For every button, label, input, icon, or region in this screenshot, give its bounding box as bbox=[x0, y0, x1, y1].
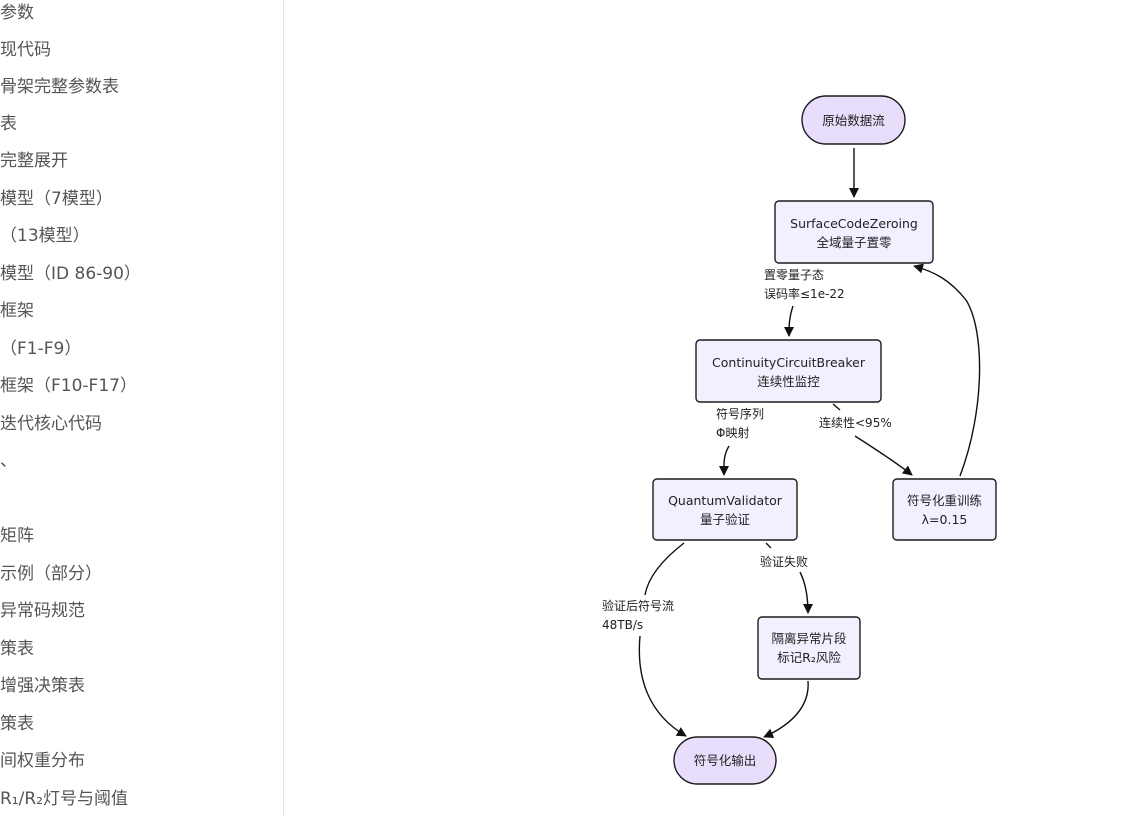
sidebar-item-f10-f17[interactable]: 框架（F10-F17） bbox=[0, 376, 137, 396]
edge-label-zero-state-2: 误码率≤1e-22 bbox=[764, 286, 845, 301]
edge-continuity-to-quantum bbox=[718, 445, 730, 476]
edge-quantum-to-output bbox=[638, 542, 686, 736]
node-isolate-label-2: 标记R₂风险 bbox=[777, 650, 841, 665]
node-retrain-label-1: 符号化重训练 bbox=[907, 493, 983, 508]
node-continuity-label-1: ContinuityCircuitBreaker bbox=[712, 355, 866, 370]
node-symbolic-output[interactable]: 符号化输出 bbox=[673, 736, 777, 785]
node-raw-stream-label: 原始数据流 bbox=[822, 113, 885, 128]
edge-label-continuity-low: 连续性<95% bbox=[819, 415, 892, 430]
sidebar-nav: 参数 现代码 骨架完整参数表 表 完整展开 模型（7模型） （13模型） 模型（… bbox=[0, 0, 284, 816]
node-retrain-label-2: λ=0.15 bbox=[922, 512, 968, 527]
edge-isolate-to-output bbox=[763, 680, 809, 738]
sidebar-item-decision-table[interactable]: 策表 bbox=[0, 639, 34, 659]
node-continuity-label-2: 连续性监控 bbox=[757, 374, 820, 389]
sidebar-item-13-models[interactable]: （13模型） bbox=[0, 226, 90, 246]
sidebar-item-weight-distribution[interactable]: 间权重分布 bbox=[0, 751, 85, 771]
sidebar-item-iteration-code[interactable]: 迭代核心代码 bbox=[0, 414, 102, 434]
node-isolate-label-1: 隔离异常片段 bbox=[771, 631, 846, 646]
edge-quantum-to-isolate bbox=[765, 542, 808, 613]
node-output-label: 符号化输出 bbox=[694, 753, 757, 768]
sidebar-item-code[interactable]: 现代码 bbox=[0, 40, 51, 60]
sidebar-item-skeleton-table[interactable]: 骨架完整参数表 bbox=[0, 77, 119, 97]
edge-label-validate-fail: 验证失败 bbox=[760, 554, 808, 569]
node-surface-label-1: SurfaceCodeZeroing bbox=[790, 216, 918, 231]
sidebar-item-framework[interactable]: 框架 bbox=[0, 301, 34, 321]
sidebar-item-matrix[interactable]: 矩阵 bbox=[0, 526, 34, 546]
sidebar-item-error-codes[interactable]: 异常码规范 bbox=[0, 601, 85, 621]
edge-label-symbol-seq-2: Φ映射 bbox=[716, 425, 749, 440]
edge-label-zero-state-1: 置零量子态 bbox=[764, 268, 824, 282]
sidebar-item-misc[interactable]: 、 bbox=[0, 451, 17, 471]
sidebar-item-7-models[interactable]: 模型（7模型） bbox=[0, 189, 113, 209]
sidebar-item-table[interactable]: 表 bbox=[0, 114, 17, 134]
sidebar-item-decision-table-2[interactable]: 策表 bbox=[0, 714, 34, 734]
sidebar-item-params[interactable]: 参数 bbox=[0, 3, 34, 23]
node-symbolic-retrain[interactable]: 符号化重训练 λ=0.15 bbox=[892, 478, 997, 541]
node-raw-stream[interactable]: 原始数据流 bbox=[801, 95, 906, 145]
edge-label-validated-stream-2: 48TB/s bbox=[602, 618, 643, 632]
node-quantum-label-2: 量子验证 bbox=[700, 512, 751, 527]
sidebar-item-full-expand[interactable]: 完整展开 bbox=[0, 151, 68, 171]
sidebar-item-f1-f9[interactable]: （F1-F9） bbox=[0, 339, 82, 359]
node-isolate-anomaly[interactable]: 隔离异常片段 标记R₂风险 bbox=[757, 616, 861, 680]
edge-label-symbol-seq-1: 符号序列 bbox=[716, 406, 764, 421]
edge-surface-to-continuity bbox=[784, 305, 795, 337]
edge-retrain-to-surface bbox=[913, 263, 981, 477]
node-surface-code-zeroing[interactable]: SurfaceCodeZeroing 全域量子置零 bbox=[774, 200, 934, 264]
sidebar-item-enhanced-decision[interactable]: 增强决策表 bbox=[0, 676, 85, 696]
node-quantum-label-1: QuantumValidator bbox=[668, 493, 783, 508]
node-continuity-circuit-breaker[interactable]: ContinuityCircuitBreaker 连续性监控 bbox=[695, 339, 882, 403]
node-surface-label-2: 全域量子置零 bbox=[816, 235, 892, 250]
node-quantum-validator[interactable]: QuantumValidator 量子验证 bbox=[652, 478, 798, 541]
edge-label-validated-stream-1: 验证后符号流 bbox=[602, 598, 674, 613]
sidebar-item-models-86-90[interactable]: 模型（ID 86-90） bbox=[0, 264, 141, 284]
sidebar-item-examples[interactable]: 示例（部分） bbox=[0, 564, 102, 584]
edge-continuity-to-retrain bbox=[832, 403, 912, 475]
sidebar-item-r1-r2-lights[interactable]: R₁/R₂灯号与阈值 bbox=[0, 789, 128, 809]
